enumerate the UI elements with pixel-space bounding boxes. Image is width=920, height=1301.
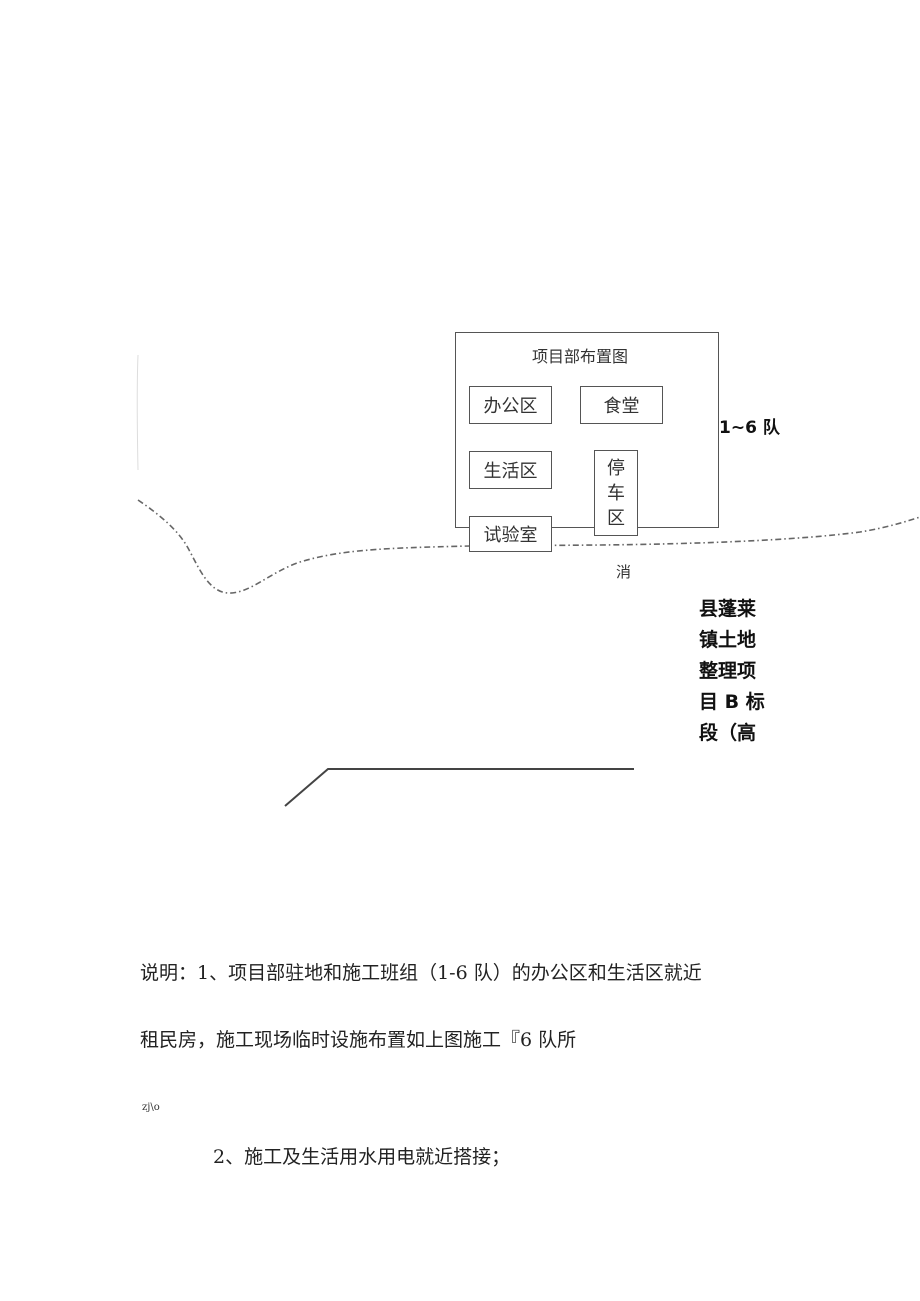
parking-char-2: 车 <box>607 482 625 504</box>
side-text-line: 目 B 标 <box>699 691 765 713</box>
side-text-line: 县蓬莱 <box>699 598 757 620</box>
team-label: 1~6 队 <box>719 418 780 438</box>
note-fragment: zj\o <box>142 1102 160 1113</box>
side-text-line: 镇土地 <box>699 629 757 651</box>
diagram-title: 项目部布置图 <box>532 347 629 366</box>
lab-box: 试验室 <box>469 516 552 552</box>
road-line <box>284 768 634 807</box>
note-line-3: 2、施工及生活用水用电就近搭接； <box>213 1146 511 1168</box>
side-text-line: 段（高 <box>699 722 757 744</box>
office-area-label: 办公区 <box>483 396 538 417</box>
faint-arc <box>136 354 139 471</box>
canteen-label: 食堂 <box>603 396 640 417</box>
side-text-block: 县蓬莱 镇土地 整理项 目 B 标 段（高 <box>699 594 765 749</box>
living-area-label: 生活区 <box>483 461 538 482</box>
boundary-line <box>137 499 920 594</box>
parking-char-1: 停 <box>607 457 625 479</box>
road-label: 消 <box>616 563 632 581</box>
note-line-1: 说明：1、项目部驻地和施工班组（1-6 队）的办公区和生活区就近 <box>140 962 702 984</box>
parking-char-3: 区 <box>607 507 625 529</box>
project-layout-frame <box>455 332 719 528</box>
living-area-box: 生活区 <box>469 451 552 489</box>
office-area-box: 办公区 <box>469 386 552 424</box>
canteen-box: 食堂 <box>580 386 663 424</box>
note-line-2: 租民房，施工现场临时设施布置如上图施工『6 队所 <box>140 1029 577 1051</box>
parking-area-box: 停 车 区 <box>594 450 638 536</box>
lab-label: 试验室 <box>483 525 538 546</box>
side-text-line: 整理项 <box>699 660 757 682</box>
